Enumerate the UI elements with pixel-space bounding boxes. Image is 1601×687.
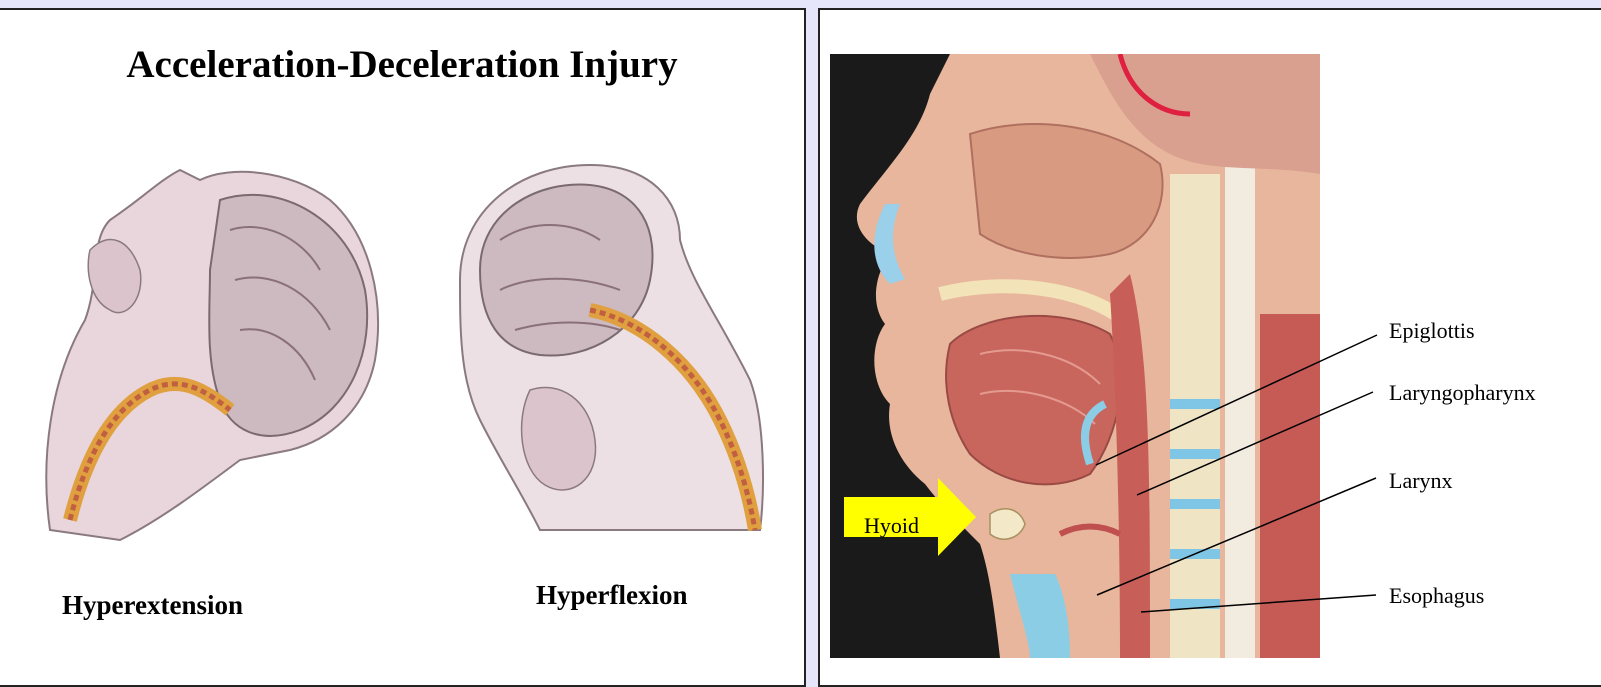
left-slide-panel: Acceleration-Deceleration Injury Hyperex… bbox=[0, 8, 806, 687]
slide-title: Acceleration-Deceleration Injury bbox=[0, 42, 804, 87]
esophagus-label: Esophagus bbox=[1389, 583, 1484, 609]
right-slide-panel: Hyoid Epiglottis Laryngopharynx Larynx E… bbox=[818, 8, 1601, 687]
epiglottis-label: Epiglottis bbox=[1389, 318, 1475, 344]
hyperflexion-illustration bbox=[420, 160, 780, 540]
larynx-label: Larynx bbox=[1389, 468, 1453, 494]
hyperflexion-caption: Hyperflexion bbox=[536, 580, 687, 611]
laryngopharynx-label: Laryngopharynx bbox=[1389, 380, 1536, 406]
hyperextension-caption: Hyperextension bbox=[62, 590, 243, 621]
hyperextension-illustration bbox=[30, 160, 390, 550]
